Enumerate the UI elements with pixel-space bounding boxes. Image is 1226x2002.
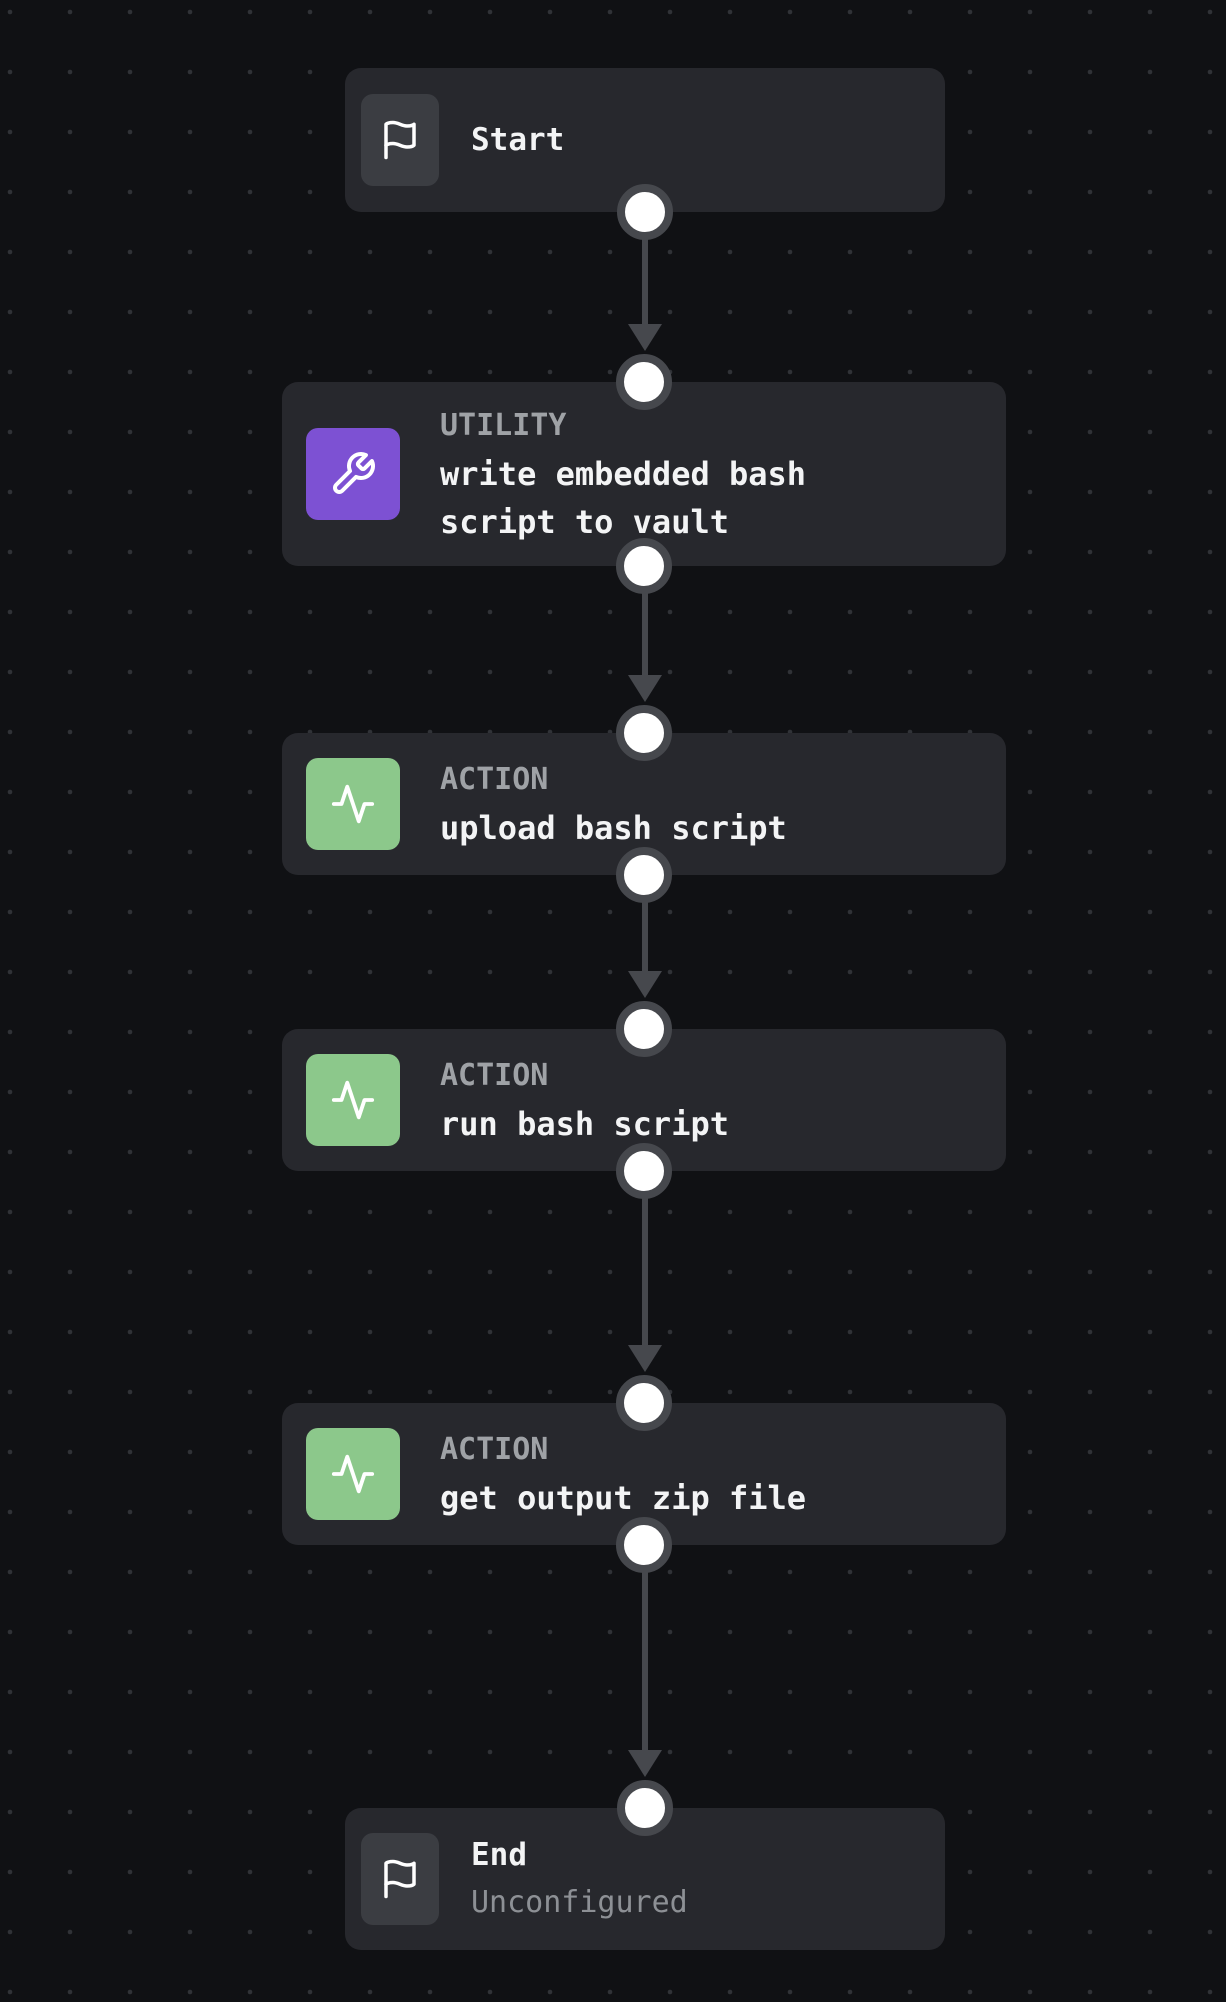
output-port[interactable] [617, 184, 673, 240]
arrow-down-icon [628, 675, 662, 702]
node-get-zip[interactable]: ACTION get output zip file [282, 1375, 1006, 1573]
activity-icon [306, 758, 400, 850]
node-title: write embedded bash script to vault [440, 455, 807, 541]
input-port[interactable] [617, 1780, 673, 1836]
node-write-script[interactable]: UTILITY write embedded bash script to va… [282, 354, 1006, 594]
wrench-icon [306, 428, 400, 520]
node-title: run bash script [440, 1105, 729, 1143]
node-start[interactable]: Start [345, 68, 945, 240]
output-port[interactable] [616, 1143, 672, 1199]
edge-start-to-utility [628, 212, 662, 382]
node-status: Unconfigured [471, 1885, 688, 1920]
arrow-down-icon [628, 1750, 662, 1777]
node-type-label: UTILITY [440, 408, 567, 443]
node-type-label: ACTION [440, 762, 549, 797]
activity-icon [306, 1428, 400, 1520]
edge-line [642, 1565, 648, 1753]
node-upload-script[interactable]: ACTION upload bash script [282, 705, 1006, 903]
node-title: End [471, 1837, 527, 1873]
node-title: Start [471, 122, 565, 158]
flag-icon [361, 1833, 439, 1925]
edge-zip-to-end [628, 1545, 662, 1808]
flag-icon [361, 94, 439, 186]
edge-run-to-zip [628, 1171, 662, 1403]
edge-utility-to-upload [628, 566, 662, 733]
output-port[interactable] [616, 1517, 672, 1573]
node-type-label: ACTION [440, 1058, 549, 1093]
input-port[interactable] [616, 705, 672, 761]
node-title: get output zip file [440, 1479, 807, 1517]
output-port[interactable] [616, 538, 672, 594]
arrow-down-icon [628, 971, 662, 998]
input-port[interactable] [616, 354, 672, 410]
node-type-label: ACTION [440, 1432, 549, 1467]
output-port[interactable] [616, 847, 672, 903]
activity-icon [306, 1054, 400, 1146]
edge-line [642, 895, 648, 974]
edge-line [642, 586, 648, 678]
arrow-down-icon [628, 324, 662, 351]
input-port[interactable] [616, 1001, 672, 1057]
node-end[interactable]: End Unconfigured [345, 1780, 945, 1950]
edge-upload-to-run [628, 875, 662, 1029]
edge-line [642, 232, 648, 327]
node-run-script[interactable]: ACTION run bash script [282, 1001, 1006, 1199]
node-title: upload bash script [440, 809, 787, 847]
arrow-down-icon [628, 1345, 662, 1372]
input-port[interactable] [616, 1375, 672, 1431]
edge-line [642, 1191, 648, 1348]
